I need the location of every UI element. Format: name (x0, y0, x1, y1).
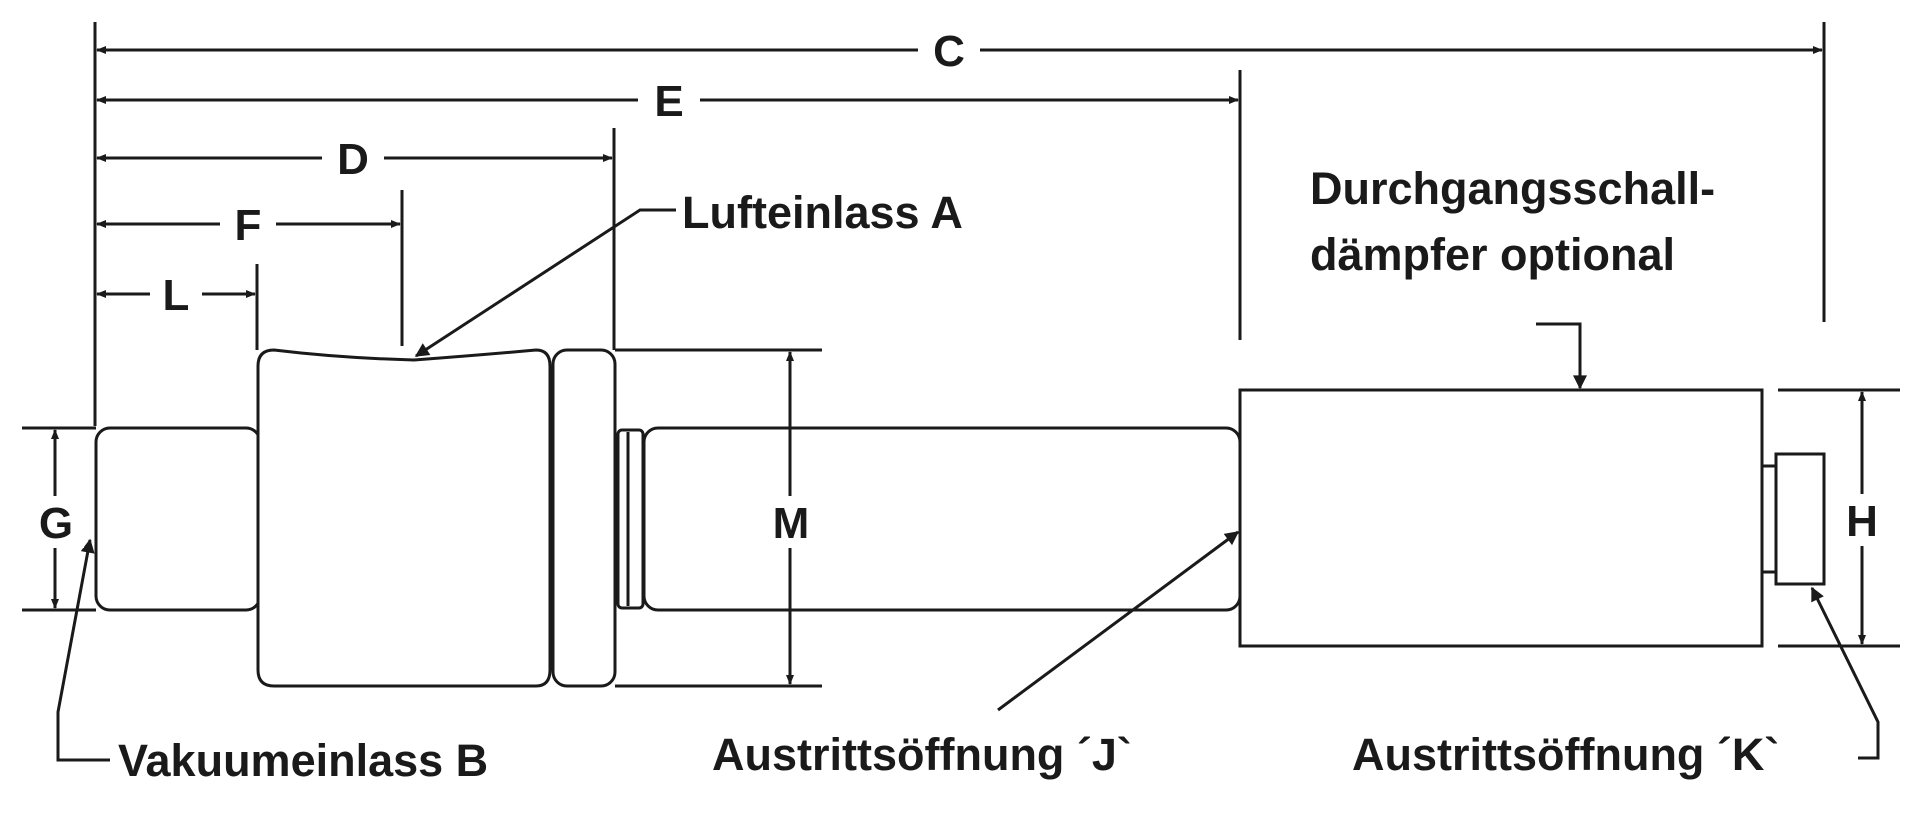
dimension-labels: C E D F L G M H (28, 24, 1890, 548)
outlet-j-label: Austrittsöffnung ´J` (712, 729, 1132, 780)
leader-lines (56, 208, 1880, 762)
dimension-f-label: F (235, 201, 262, 250)
dimension-m-label: M (773, 499, 810, 548)
dimension-d-label: D (337, 135, 369, 184)
callout-labels: Lufteinlass A Durchgangsschall- dämpfer … (118, 163, 1779, 786)
outlet-k-cap (1774, 452, 1826, 586)
air-inlet-housing (256, 348, 552, 688)
nozzle-collar (616, 428, 645, 610)
dimension-g-label: G (39, 499, 73, 548)
dimension-c-label: C (933, 27, 965, 76)
dimension-l-label: L (163, 271, 190, 320)
silencer-body (1238, 388, 1764, 648)
silencer-leader (1536, 322, 1587, 390)
vacuum-inlet-leader (56, 538, 110, 762)
outlet-neck (1760, 464, 1778, 574)
dimension-e-label: E (654, 77, 683, 126)
air-inlet-label: Lufteinlass A (682, 187, 963, 238)
diffuser-tube (642, 426, 1242, 612)
housing-ring (551, 348, 617, 688)
silencer-label-line1: Durchgangsschall- (1310, 163, 1715, 214)
outlet-k-leader (1810, 586, 1880, 760)
vacuum-inlet-label: Vakuumeinlass B (118, 735, 488, 786)
vacuum-inlet-tube (94, 426, 262, 612)
outlet-j-leader (997, 530, 1240, 712)
pump-body (94, 348, 1826, 688)
silencer-label-line2: dämpfer optional (1310, 229, 1675, 280)
air-inlet-leader (414, 208, 676, 358)
outlet-k-label: Austrittsöffnung ´K` (1352, 729, 1779, 780)
dimension-h-label: H (1846, 497, 1878, 546)
